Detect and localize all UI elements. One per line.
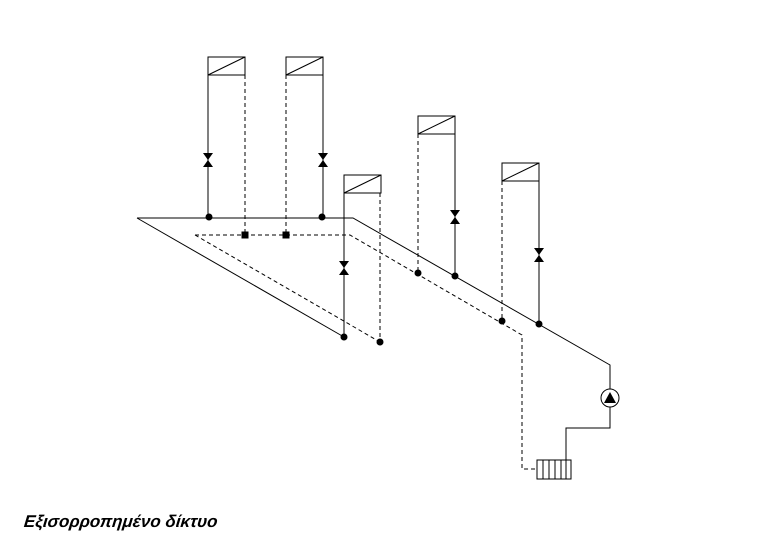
radiator-1 xyxy=(207,56,246,76)
radiator-5 xyxy=(501,162,540,182)
balancing-valve-5 xyxy=(534,248,544,262)
junction-nodes xyxy=(205,213,543,346)
boiler xyxy=(536,459,572,480)
balancing-valve-3 xyxy=(339,261,349,275)
balancing-valve-2 xyxy=(318,153,328,167)
balancing-valve-4 xyxy=(450,210,460,224)
return-branch-lower xyxy=(194,234,381,343)
balancing-valve-1 xyxy=(203,153,213,167)
pump-to-boiler-pipe xyxy=(565,406,611,460)
diagram-caption: Εξισορροπημένο δίκτυο xyxy=(23,512,219,531)
return-main xyxy=(195,234,537,470)
radiator-4 xyxy=(417,115,456,135)
circulation-pump xyxy=(600,388,620,408)
radiator-3 xyxy=(343,174,382,194)
radiator-2 xyxy=(285,56,324,76)
supply-branch-lower xyxy=(136,217,345,338)
